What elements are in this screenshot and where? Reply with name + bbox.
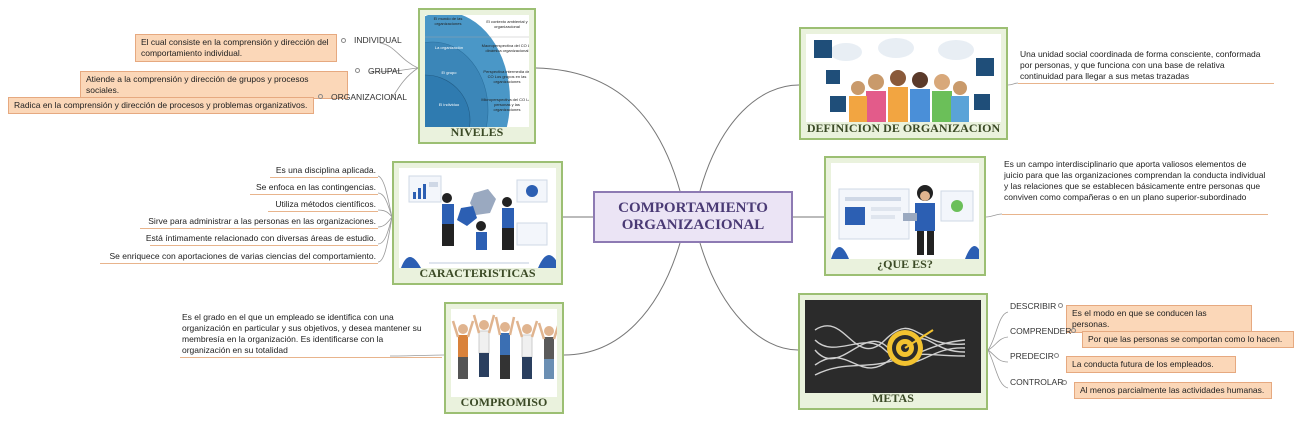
leaf-grupal[interactable]: Atiende a la comprensión y dirección de … xyxy=(80,71,348,99)
niveles-row-2-left: El grupo xyxy=(441,70,457,75)
branch-label-predecir[interactable]: PREDECIR xyxy=(1010,351,1054,361)
branch-label-controlar[interactable]: CONTROLAR xyxy=(1010,377,1064,387)
teamwork-illustration xyxy=(401,175,556,268)
leaf-describir[interactable]: Es el modo en que se conducen las person… xyxy=(1066,305,1252,333)
compromiso-rule xyxy=(180,357,442,358)
branch-dot-describir[interactable] xyxy=(1058,303,1063,308)
niveles-row-3-right: Microperspectiva del CO Las personas y l… xyxy=(481,97,529,112)
caracteristica-item-5[interactable]: Se enriquece con aportaciones de varias … xyxy=(109,251,376,261)
celebrating-team-illustration xyxy=(451,314,557,379)
niveles-row-0-right: El contexto ambiental y organizacional xyxy=(486,19,528,29)
caracteristica-rule-4 xyxy=(150,245,378,246)
branch-dot-controlar[interactable] xyxy=(1062,380,1067,385)
leaf-comprender[interactable]: Por que las personas se comportan como l… xyxy=(1082,331,1294,348)
compromiso-title: COMPROMISO xyxy=(460,395,548,409)
target-arrows-illustration xyxy=(814,325,966,376)
branch-dot-individual[interactable] xyxy=(341,38,346,43)
leaf-organizacional[interactable]: Radica en la comprensión y dirección de … xyxy=(8,97,314,114)
card-que-es[interactable]: ¿QUE ES? xyxy=(824,156,986,276)
metas-title: METAS xyxy=(872,391,914,405)
niveles-row-0-left: El mundo de las organizaciones xyxy=(433,16,463,26)
que-es-rule xyxy=(1002,214,1268,215)
branch-label-individual[interactable]: INDIVIDUAL xyxy=(354,35,402,45)
caracteristica-item-1[interactable]: Se enfoca en las contingencias. xyxy=(255,182,376,192)
card-definicion[interactable]: DEFINICION DE ORGANIZACION xyxy=(799,27,1008,140)
caracteristica-rule-3 xyxy=(140,228,378,229)
central-topic[interactable]: COMPORTAMIENTO ORGANIZACIONAL xyxy=(593,191,793,243)
niveles-row-1-left: La organización xyxy=(434,45,464,50)
branch-label-grupal[interactable]: GRUPAL xyxy=(368,66,403,76)
niveles-diagram-image: El mundo de las organizaciones El contex… xyxy=(425,15,529,127)
branch-label-describir[interactable]: DESCRIBIR xyxy=(1010,301,1057,311)
compromiso-description[interactable]: Es el grado en el que un empleado se ide… xyxy=(182,312,422,355)
card-caracteristicas[interactable]: CARACTERISTICAS xyxy=(392,161,563,285)
caracteristicas-title: CARACTERISTICAS xyxy=(419,266,536,280)
caracteristica-item-4[interactable]: Está íntimamente relacionado con diversa… xyxy=(145,233,376,243)
definicion-rule xyxy=(1018,83,1274,84)
office-worker-illustration xyxy=(831,185,979,259)
branch-label-comprender[interactable]: COMPRENDER xyxy=(1010,326,1072,336)
niveles-row-1-right: Macroperspectiva del CO La dinámica orga… xyxy=(481,43,529,53)
card-compromiso[interactable]: COMPROMISO xyxy=(444,302,564,414)
leaf-individual[interactable]: El cual consiste en la comprensión y dir… xyxy=(135,34,337,62)
caracteristica-rule-1 xyxy=(250,194,378,195)
caracteristica-rule-5 xyxy=(100,263,378,264)
leaf-controlar[interactable]: Al menos parcialmente las actividades hu… xyxy=(1074,382,1272,399)
leaf-predecir[interactable]: La conducta futura de los empleados. xyxy=(1066,356,1236,373)
que-es-image xyxy=(831,163,979,259)
branch-dot-grupal[interactable] xyxy=(355,68,360,73)
branch-dot-organizacional[interactable] xyxy=(318,94,323,99)
compromiso-image xyxy=(451,309,557,397)
card-niveles[interactable]: El mundo de las organizaciones El contex… xyxy=(418,8,536,144)
caracteristica-rule-2 xyxy=(268,211,378,212)
metas-image xyxy=(805,300,981,393)
network-people-illustration xyxy=(814,38,994,122)
caracteristica-item-3[interactable]: Sirve para administrar a las personas en… xyxy=(148,216,376,226)
definicion-title: DEFINICION DE ORGANIZACION xyxy=(806,121,1001,135)
definicion-description[interactable]: Una unidad social coordinada de forma co… xyxy=(1020,49,1261,81)
central-topic-label: COMPORTAMIENTO ORGANIZACIONAL xyxy=(618,200,768,233)
branch-label-organizacional[interactable]: ORGANIZACIONAL xyxy=(331,92,408,102)
que-es-description[interactable]: Es un campo interdisciplinario que aport… xyxy=(1004,159,1266,202)
caracteristicas-image xyxy=(399,168,556,268)
card-metas[interactable]: METAS xyxy=(798,293,988,410)
caracteristica-rule-0 xyxy=(270,177,378,178)
niveles-row-3-left: El individuo xyxy=(438,102,460,107)
branch-dot-predecir[interactable] xyxy=(1054,353,1059,358)
caracteristica-item-0[interactable]: Es una disciplina aplicada. xyxy=(275,165,376,175)
niveles-row-2-right: Perspectiva intermedia del CO Los grupos… xyxy=(483,69,529,84)
niveles-title: NIVELES xyxy=(450,125,504,139)
caracteristica-item-2[interactable]: Utiliza métodos científicos. xyxy=(275,199,376,209)
que-es-title: ¿QUE ES? xyxy=(877,257,933,271)
branch-dot-comprender[interactable] xyxy=(1071,328,1076,333)
definicion-image xyxy=(806,34,1001,122)
niveles-diagram-svg xyxy=(425,15,529,127)
